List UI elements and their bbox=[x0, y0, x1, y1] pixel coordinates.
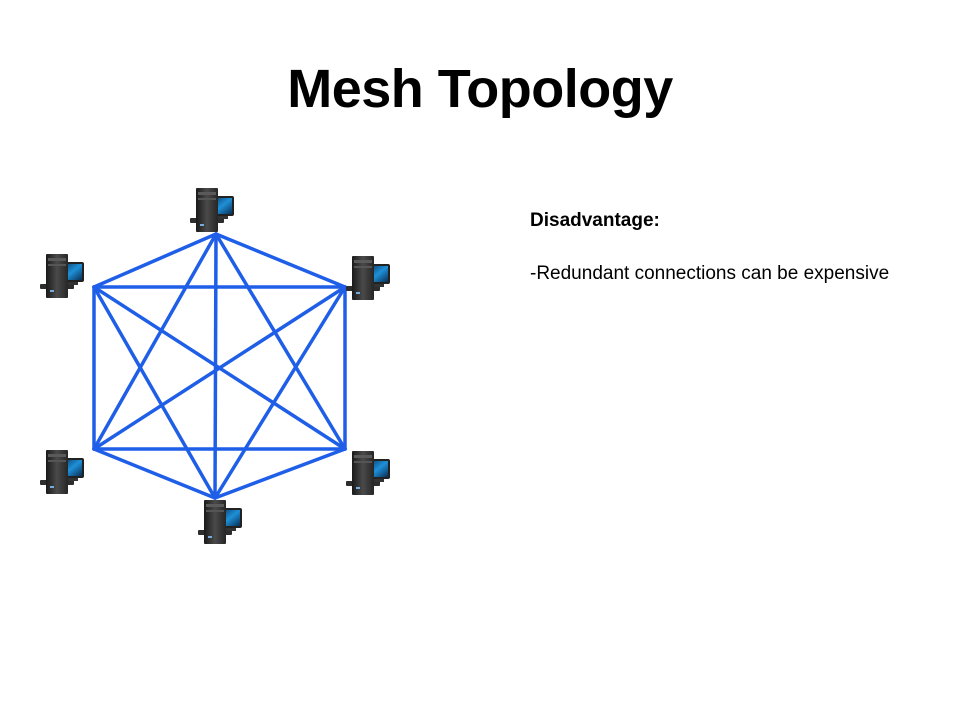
computer-icon bbox=[346, 451, 390, 495]
link-bottom-upper-left bbox=[92, 285, 217, 500]
mesh-links bbox=[92, 232, 347, 500]
link-top-lower-left bbox=[92, 232, 218, 451]
computer-icon bbox=[40, 450, 84, 494]
disadvantage-heading: Disadvantage: bbox=[530, 210, 660, 231]
link-top-upper-left bbox=[92, 232, 218, 289]
computer-icon bbox=[346, 256, 390, 300]
link-lower-right-bottom bbox=[213, 447, 347, 500]
link-top-upper-right bbox=[214, 232, 347, 289]
mesh-diagram bbox=[40, 188, 390, 544]
computer-icon bbox=[40, 254, 84, 298]
link-upper-right-bottom bbox=[213, 285, 347, 500]
page-title: Mesh Topology bbox=[287, 59, 673, 119]
link-top-lower-right bbox=[214, 232, 347, 451]
link-bottom-lower-left bbox=[92, 447, 217, 500]
link-lower-right-upper-left bbox=[92, 285, 347, 451]
disadvantage-text: -Redundant connections can be expensive bbox=[530, 263, 890, 284]
text-panel: Disadvantage: -Redundant connections can… bbox=[530, 206, 890, 288]
computer-icon bbox=[198, 500, 242, 544]
computer-icon bbox=[190, 188, 234, 232]
